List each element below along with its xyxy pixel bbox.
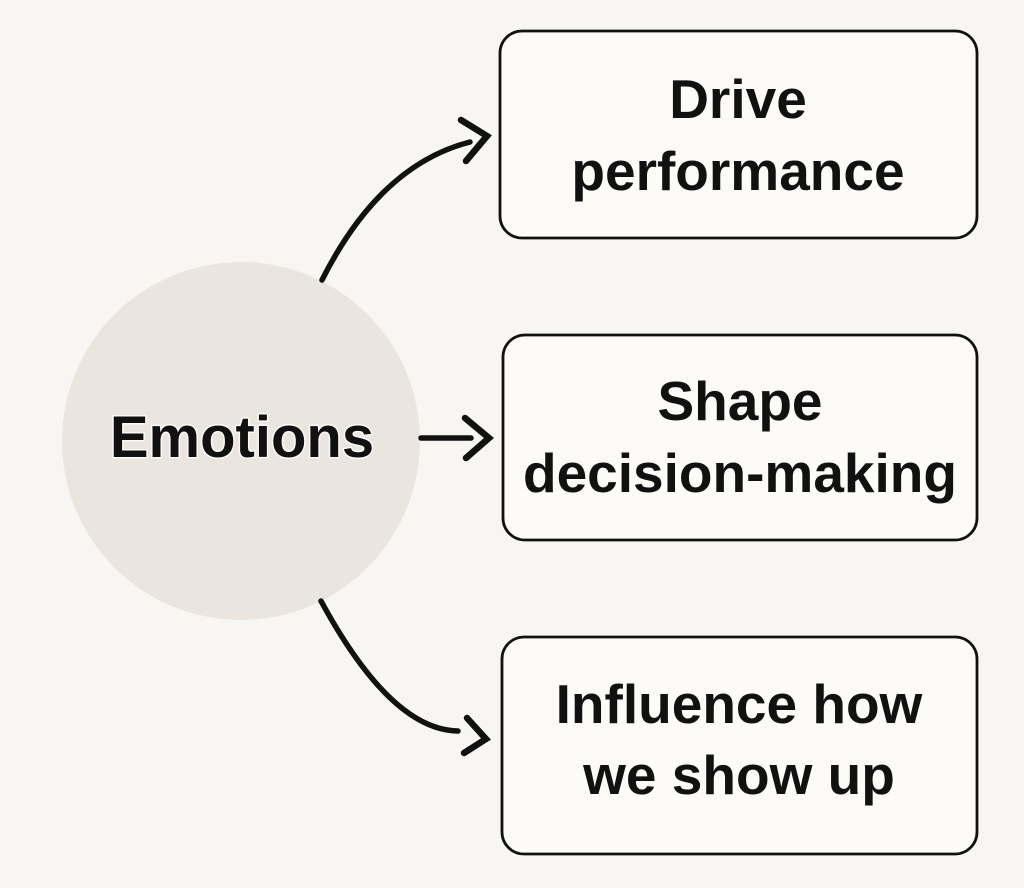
box-label-line: Influence how [556,673,923,735]
arrowhead-icon [457,116,492,165]
box-label-line: decision-making [523,442,957,504]
node-influence-how-we-show-up: Influence how we show up [500,635,979,856]
box-label-line: Shape [657,370,822,432]
arrow-shaft [319,139,473,283]
node-drive-performance: Drive performance [498,29,979,240]
emotions-circle [62,262,420,620]
box-label-line: we show up [582,744,895,806]
box-label-line: Drive [669,68,807,130]
box-label-line: performance [571,140,904,202]
arrow-to-drive-performance [319,116,492,283]
box-rect [501,333,979,542]
arrowhead-icon [461,414,495,462]
arrow-to-shape-decision-making [418,414,495,462]
arrowhead-icon [460,714,491,757]
arrow-shaft [318,598,461,734]
node-shape-decision-making: Shape decision-making [501,333,979,542]
box-rect [500,635,979,856]
emotions-label: Emotions [110,405,374,470]
box-rect [498,29,979,240]
node-emotions: Emotions [62,262,420,620]
arrow-to-influence-how-we-show-up [318,598,491,757]
